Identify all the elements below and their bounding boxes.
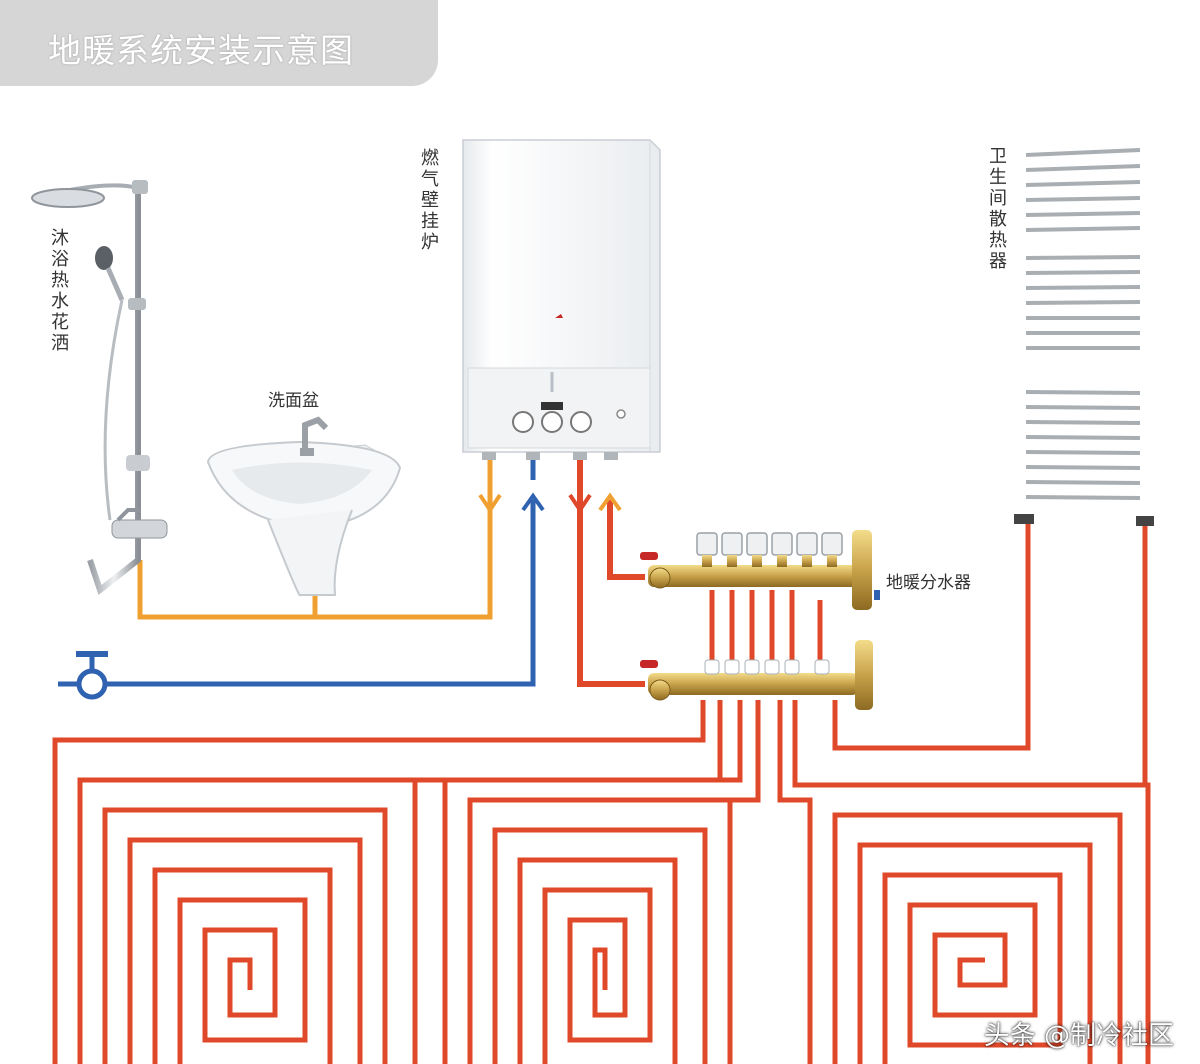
shower-icon xyxy=(31,180,168,596)
manifold-riser-pipes xyxy=(709,590,795,670)
domestic-hot-water-pipe xyxy=(137,455,493,620)
watermark: 头条 @制冷社区 xyxy=(983,1021,1174,1051)
flow-arrow-icon xyxy=(478,492,622,514)
label-radiator: 卫生间散热器 xyxy=(989,146,1007,272)
floor-heating-coils xyxy=(52,700,1151,1064)
radiator-pipes xyxy=(817,520,1148,785)
valve-icon xyxy=(76,651,108,700)
diagram-title: 地暖系统安装示意图 xyxy=(48,31,354,70)
label-basin: 洗面盆 xyxy=(268,391,319,411)
label-shower: 沐浴热水花洒 xyxy=(51,228,69,354)
coil-left xyxy=(52,700,723,1064)
label-manifold: 地暖分水器 xyxy=(886,573,971,593)
coil-center xyxy=(442,700,761,1064)
title-banner: 地暖系统安装示意图 xyxy=(0,0,438,86)
basin-icon xyxy=(206,416,402,597)
boiler-icon xyxy=(462,139,661,460)
boiler-heating-pipes xyxy=(577,455,645,687)
label-boiler: 燃气壁挂炉 xyxy=(421,148,439,253)
coil-right xyxy=(777,700,1151,1064)
manifold-icon xyxy=(640,530,880,710)
radiator-icon xyxy=(1014,140,1154,526)
